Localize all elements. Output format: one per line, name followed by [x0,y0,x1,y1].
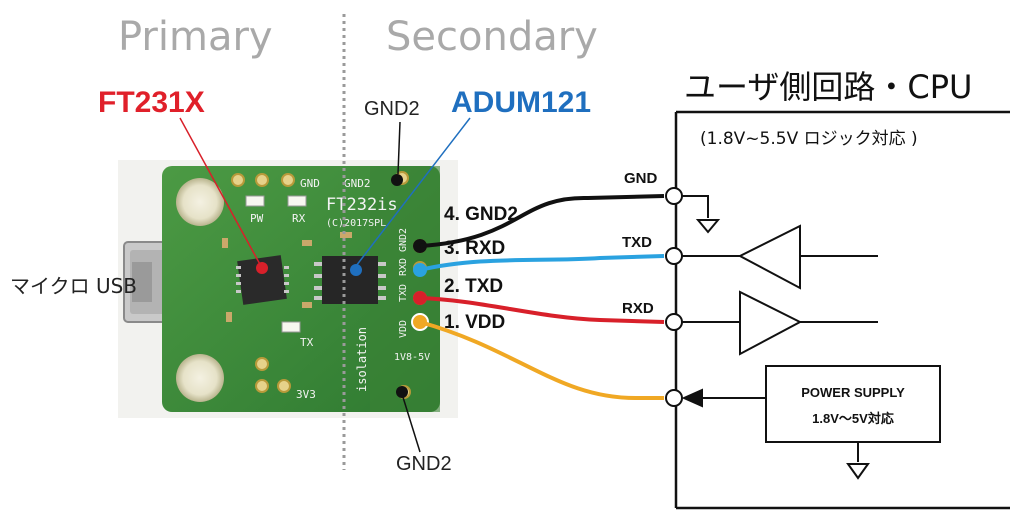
signal-gnd-label: GND [624,170,658,187]
pin-label-vdd: 1. VDD [444,312,506,333]
silk-pw: PW [250,212,264,225]
pin-label-gnd2: 4. GND2 [444,204,518,225]
secondary-heading: Secondary [386,14,598,60]
gnd2-top-callout-dot [391,174,403,186]
terminal-gnd [665,187,683,205]
adum121-chip [314,256,386,304]
adum121-callout-dot [350,264,362,276]
terminal-txd [665,247,683,265]
silk-gnd2-vertical: GND2 [398,228,409,252]
terminal-vdd [665,389,683,407]
silk-gnd2: GND2 [344,177,371,190]
silk-txd: TXD [398,284,409,302]
silk-rxd: RXD [398,258,409,276]
terminals [665,187,683,407]
silk-3v3: 3V3 [296,388,316,401]
gnd2-bottom-callout-line [401,393,421,453]
ft231x-label: FT231X [98,86,205,119]
bottom-pads [255,357,291,393]
wire-vdd [419,320,664,401]
silk-gnd: GND [300,177,320,190]
mounting-hole-top-left [176,178,224,226]
terminal-rxd [665,313,683,331]
wire-gnd2 [419,194,665,248]
gnd2-top-label: GND2 [364,98,420,120]
signal-rxd-label: RXD [622,300,654,317]
primary-heading: Primary [118,14,273,60]
silk-range: 1V8-5V [394,352,430,363]
silk-rx: RX [292,212,306,225]
led-pw [245,195,265,207]
wire-txd [419,296,665,324]
gnd2-bottom-label: GND2 [396,453,452,475]
signal-txd-label: TXD [622,234,652,251]
rxd-buffer [682,290,878,356]
silk-isolation: isolation [355,327,369,392]
power-supply-subtitle: 1.8V〜5V対応 [812,411,894,426]
power-supply-block [681,365,941,480]
pin-label-txd: 2. TXD [444,276,504,297]
txd-buffer [682,224,878,290]
ft231x-callout-dot [256,262,268,274]
ground-symbol-top [682,195,721,234]
mounting-hole-bottom-left [176,354,224,402]
ft231x-callout-line [179,117,263,269]
adum121-label: ADUM121 [451,86,592,119]
silk-vdd: VDD [398,320,409,338]
passive-components [222,232,352,322]
user-circuit-subtitle: (1.8V~5.5V ロジック対応 ) [700,129,918,149]
pin-label-rxd: 3. RXD [444,238,506,259]
gnd2-bottom-callout-dot [396,386,408,398]
gnd2-top-callout-line [397,121,401,175]
led-tx [281,321,301,333]
user-circuit-box [674,110,1010,510]
silk-copy: (C)2017SPL [326,218,386,229]
led-rx [287,195,307,207]
adum121-callout-line [355,117,471,267]
wire-rxd [419,254,665,272]
top-pads [231,173,295,187]
power-supply-title: POWER SUPPLY [801,385,905,400]
silk-name: FT232is [326,195,398,215]
micro-usb-label: マイクロ USB [10,274,138,298]
silk-tx: TX [300,336,314,349]
ft231x-chip [236,255,289,305]
user-circuit-title: ユーザ側回路・CPU [684,68,973,106]
